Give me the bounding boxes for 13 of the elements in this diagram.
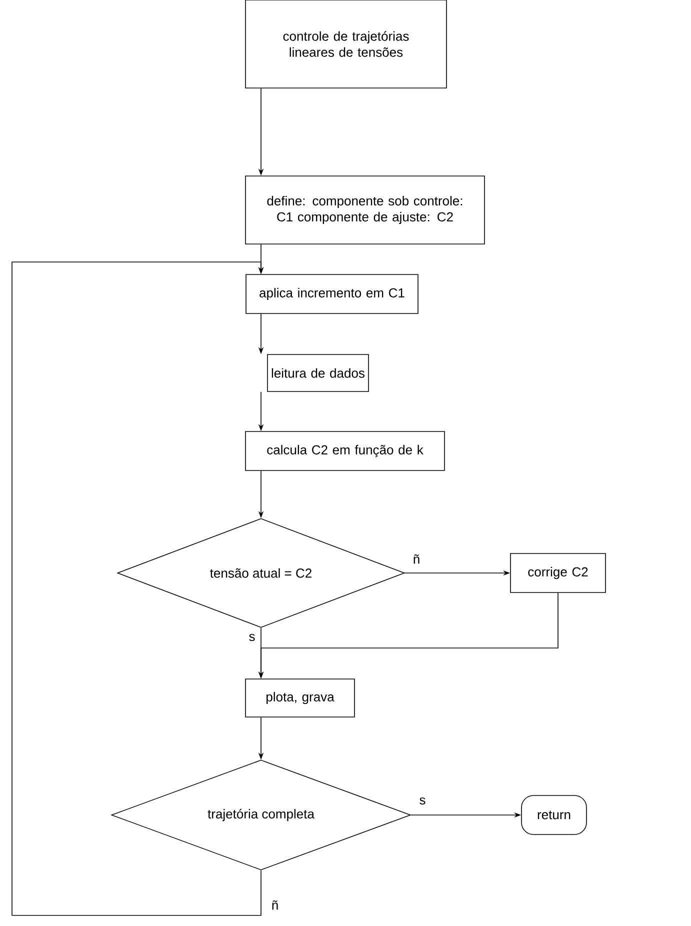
terminal-box: return xyxy=(521,795,587,835)
edge-label: s xyxy=(248,632,256,642)
process-box: leitura de dados xyxy=(267,354,369,392)
arrow xyxy=(12,262,264,916)
edge-label: s xyxy=(418,796,427,806)
process-box: corrige C2 xyxy=(510,553,606,593)
edge-label: ñ xyxy=(270,899,280,911)
process-box: aplica incremento em C1 xyxy=(246,274,418,314)
process-box: controle de trajetórias lineares de tensões xyxy=(245,0,447,88)
process-box: calcula C2 em função de k xyxy=(245,431,445,471)
process-box: plota, grava xyxy=(245,678,355,718)
edge-label: ñ xyxy=(412,553,422,565)
process-box: define: componente sob controle: C1 componente de ajuste: C2 xyxy=(245,176,485,244)
